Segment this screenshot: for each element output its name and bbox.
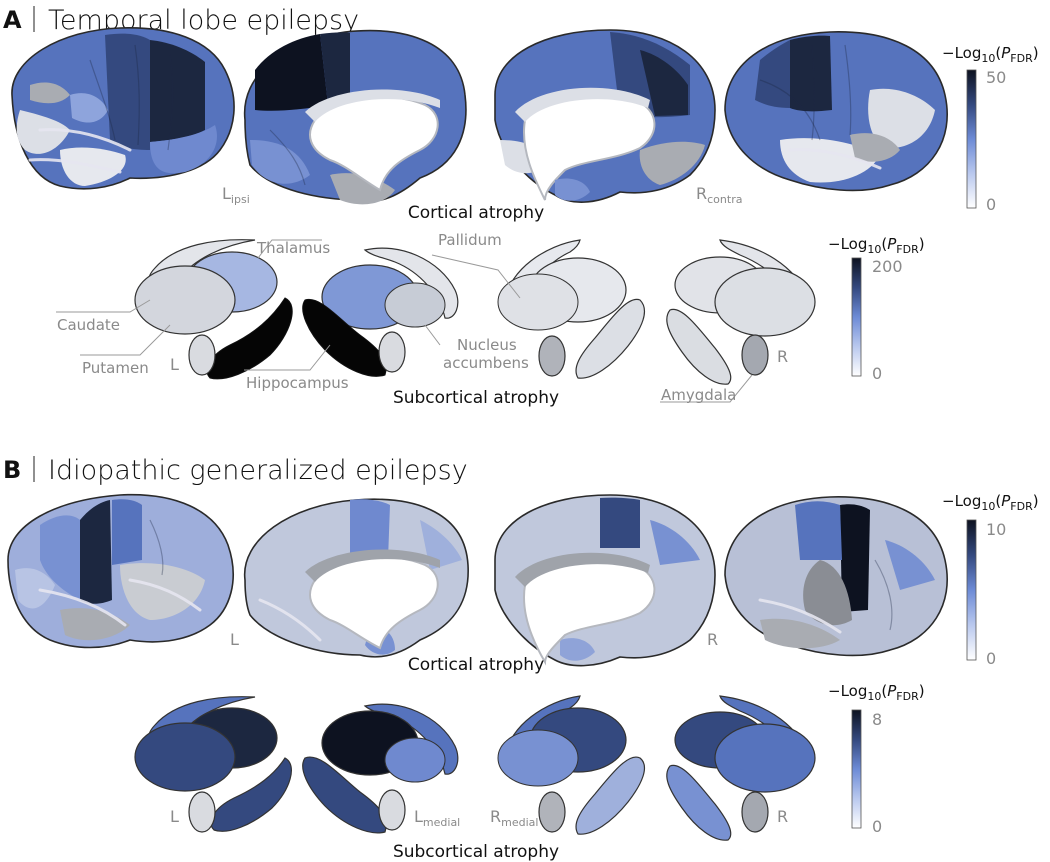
a-left-lateral-hemisphere — [11, 27, 235, 190]
a-nucleus-label: Nucleus — [457, 336, 517, 354]
a-hippocampus-label: Hippocampus — [246, 374, 349, 392]
b-right-lateral-hemisphere — [724, 496, 948, 657]
b-sub-left-medial-label: Lmedial — [414, 807, 460, 829]
a-pallidum-leader — [431, 254, 521, 299]
a-cortical-colorbar-title: −Log10(PFDR) — [942, 44, 1039, 65]
panel-b-title: Idiopathic generalized epilepsy — [48, 455, 468, 486]
a-right-hemisphere-label: Rcontra — [696, 184, 742, 206]
b-subcortical-colorbar-title: −Log10(PFDR) — [828, 682, 925, 703]
b-sub-right-medial-label: Rmedial — [490, 807, 538, 829]
panel-b-letter: B — [3, 456, 21, 484]
b-cortical-colorbar-title: −Log10(PFDR) — [942, 492, 1039, 513]
a-accumbens-label: accumbens — [443, 354, 529, 372]
a-putamen-label: Putamen — [82, 359, 149, 377]
a-putamen-leader — [80, 324, 171, 356]
a-thalamus-label: Thalamus — [256, 239, 330, 257]
a-subcortical-left-lateral — [134, 239, 293, 380]
b-subcortical-left-lateral — [134, 696, 293, 833]
a-hippocampus-leader — [244, 344, 331, 371]
b-left-medial-hemisphere — [244, 498, 469, 658]
b-subcortical-left-medial — [302, 703, 459, 834]
a-subcortical-colorbar-gradient — [851, 257, 862, 377]
a-hippocampus-left — [206, 297, 293, 380]
b-subcortical-colorbar-max: 8 — [872, 710, 882, 729]
a-thalamus-leader — [257, 239, 322, 259]
panel-b: B Idiopathic generalized epilepsy — [3, 455, 1039, 862]
b-subcortical-caption: Subcortical atrophy — [393, 842, 559, 862]
panel-a-letter: A — [3, 6, 22, 34]
b-cortical-colorbar-max: 10 — [986, 520, 1006, 539]
a-cortical-colorbar-min: 0 — [986, 195, 996, 214]
a-amygdala-left — [188, 334, 216, 376]
b-left-hemisphere-label: L — [230, 630, 239, 649]
a-left-medial-hemisphere — [243, 29, 467, 205]
b-cortical-caption: Cortical atrophy — [408, 655, 544, 675]
b-subcortical-right-lateral — [666, 695, 816, 841]
a-sub-right-label: R — [777, 347, 788, 366]
b-right-medial-hemisphere — [494, 494, 716, 667]
a-cortical-colorbar-gradient — [966, 69, 977, 209]
a-amygdala-leader — [660, 374, 753, 403]
a-subcortical-right-lateral — [666, 239, 816, 385]
b-left-lateral-hemisphere — [7, 493, 234, 649]
a-putamen-left — [134, 265, 236, 335]
a-sub-left-label: L — [170, 355, 179, 374]
a-subcortical-colorbar-max: 200 — [872, 257, 903, 276]
a-cortical-caption: Cortical atrophy — [408, 203, 544, 223]
b-right-hemisphere-label: R — [707, 630, 718, 649]
a-subcortical-caption: Subcortical atrophy — [393, 388, 559, 408]
a-caudate-leader — [56, 299, 151, 313]
a-nucleus-leader — [424, 324, 441, 346]
a-subcortical-colorbar-min: 0 — [872, 364, 882, 383]
b-sub-left-label: L — [170, 807, 179, 826]
a-cortical-colorbar: −Log10(PFDR) 50 0 — [942, 44, 1039, 214]
a-subcortical-right-medial — [497, 239, 645, 379]
a-subcortical-colorbar: −Log10(PFDR) 200 0 — [828, 235, 925, 383]
a-pallidum-label: Pallidum — [438, 231, 502, 249]
a-right-medial-hemisphere — [494, 29, 716, 203]
a-caudate-label: Caudate — [57, 316, 120, 334]
b-cortical-colorbar-gradient — [966, 519, 977, 661]
b-subcortical-right-medial — [497, 695, 645, 835]
b-cortical-colorbar: −Log10(PFDR) 10 0 — [942, 492, 1039, 668]
b-subcortical-colorbar: −Log10(PFDR) 8 0 — [828, 682, 925, 836]
panel-a: A Temporal lobe epilepsy — [3, 5, 1039, 408]
b-subcortical-colorbar-min: 0 — [872, 817, 882, 836]
b-subcortical-colorbar-gradient — [851, 709, 862, 829]
b-cortical-colorbar-min: 0 — [986, 649, 996, 668]
b-sub-right-label: R — [777, 807, 788, 826]
a-subcortical-left-medial — [302, 247, 459, 377]
a-amygdala-label: Amygdala — [661, 386, 736, 404]
a-left-hemisphere-label: Lipsi — [222, 184, 250, 206]
a-cortical-colorbar-max: 50 — [986, 68, 1006, 87]
a-subcortical-colorbar-title: −Log10(PFDR) — [828, 235, 925, 256]
a-right-lateral-hemisphere — [724, 31, 948, 192]
